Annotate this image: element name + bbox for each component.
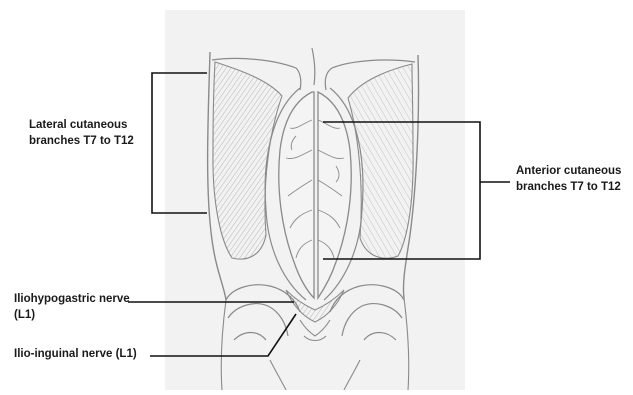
iliohypogastric-label: Iliohypogastric nerve (L1): [14, 291, 130, 323]
anterior-label-line-1: Anterior cutaneous: [516, 163, 621, 179]
anterior-label-line-2: branches T7 to T12: [516, 179, 621, 195]
anterior-cutaneous-label: Anterior cutaneous branches T7 to T12: [516, 163, 621, 195]
ilioinguinal-label: Ilio-inguinal nerve (L1): [14, 346, 137, 362]
lateral-label-line-1: Lateral cutaneous: [29, 117, 134, 133]
lateral-label-line-2: branches T7 to T12: [29, 133, 134, 149]
lateral-cutaneous-label: Lateral cutaneous branches T7 to T12: [29, 117, 134, 149]
iliohypogastric-label-line-2: (L1): [14, 307, 130, 323]
iliohypogastric-label-line-1: Iliohypogastric nerve: [14, 291, 130, 307]
